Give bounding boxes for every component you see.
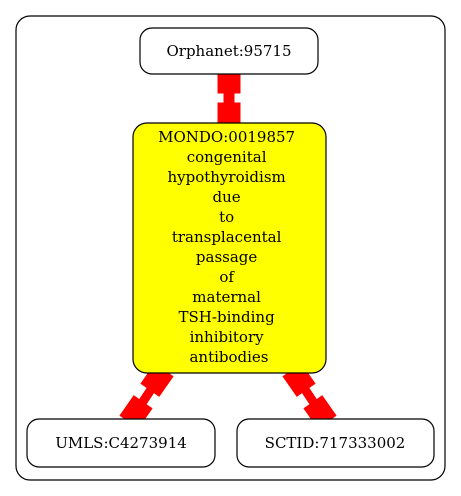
node-mondo-line-id: MONDO:0019857 (158, 128, 295, 146)
node-umls-label: UMLS:C4273914 (55, 434, 187, 452)
node-mondo-line: antibodies (189, 348, 268, 366)
node-sctid-box (236, 418, 435, 468)
node-sctid[interactable]: SCTID:717333002 (236, 418, 435, 468)
node-sctid-label: SCTID:717333002 (265, 434, 406, 452)
node-mondo-line: inhibitory (190, 328, 265, 346)
node-mondo-line: due (213, 188, 241, 206)
node-umls-box (26, 418, 216, 468)
node-mondo-label: MONDO:0019857 congenital hypothyroidism … (158, 128, 300, 366)
node-mondo[interactable]: MONDO:0019857 congenital hypothyroidism … (132, 122, 327, 374)
node-mondo-line: of (219, 268, 235, 286)
node-mondo-line: passage (196, 248, 257, 266)
node-mondo-line: hypothyroidism (167, 168, 285, 186)
node-mondo-line: maternal (192, 288, 261, 306)
node-mondo-line: congenital (187, 148, 267, 166)
node-mondo-line: transplacental (172, 228, 282, 246)
node-mondo-line: TSH-binding (179, 308, 276, 326)
node-mondo-line: to (219, 208, 234, 226)
node-orphanet-box (139, 27, 319, 75)
node-mondo-box (132, 122, 327, 374)
node-umls[interactable]: UMLS:C4273914 (26, 418, 216, 468)
node-orphanet-label: Orphanet:95715 (166, 42, 291, 60)
node-orphanet[interactable]: Orphanet:95715 (139, 27, 319, 75)
edge-orphanet-mondo (217, 68, 241, 128)
cluster-border (15, 15, 446, 481)
